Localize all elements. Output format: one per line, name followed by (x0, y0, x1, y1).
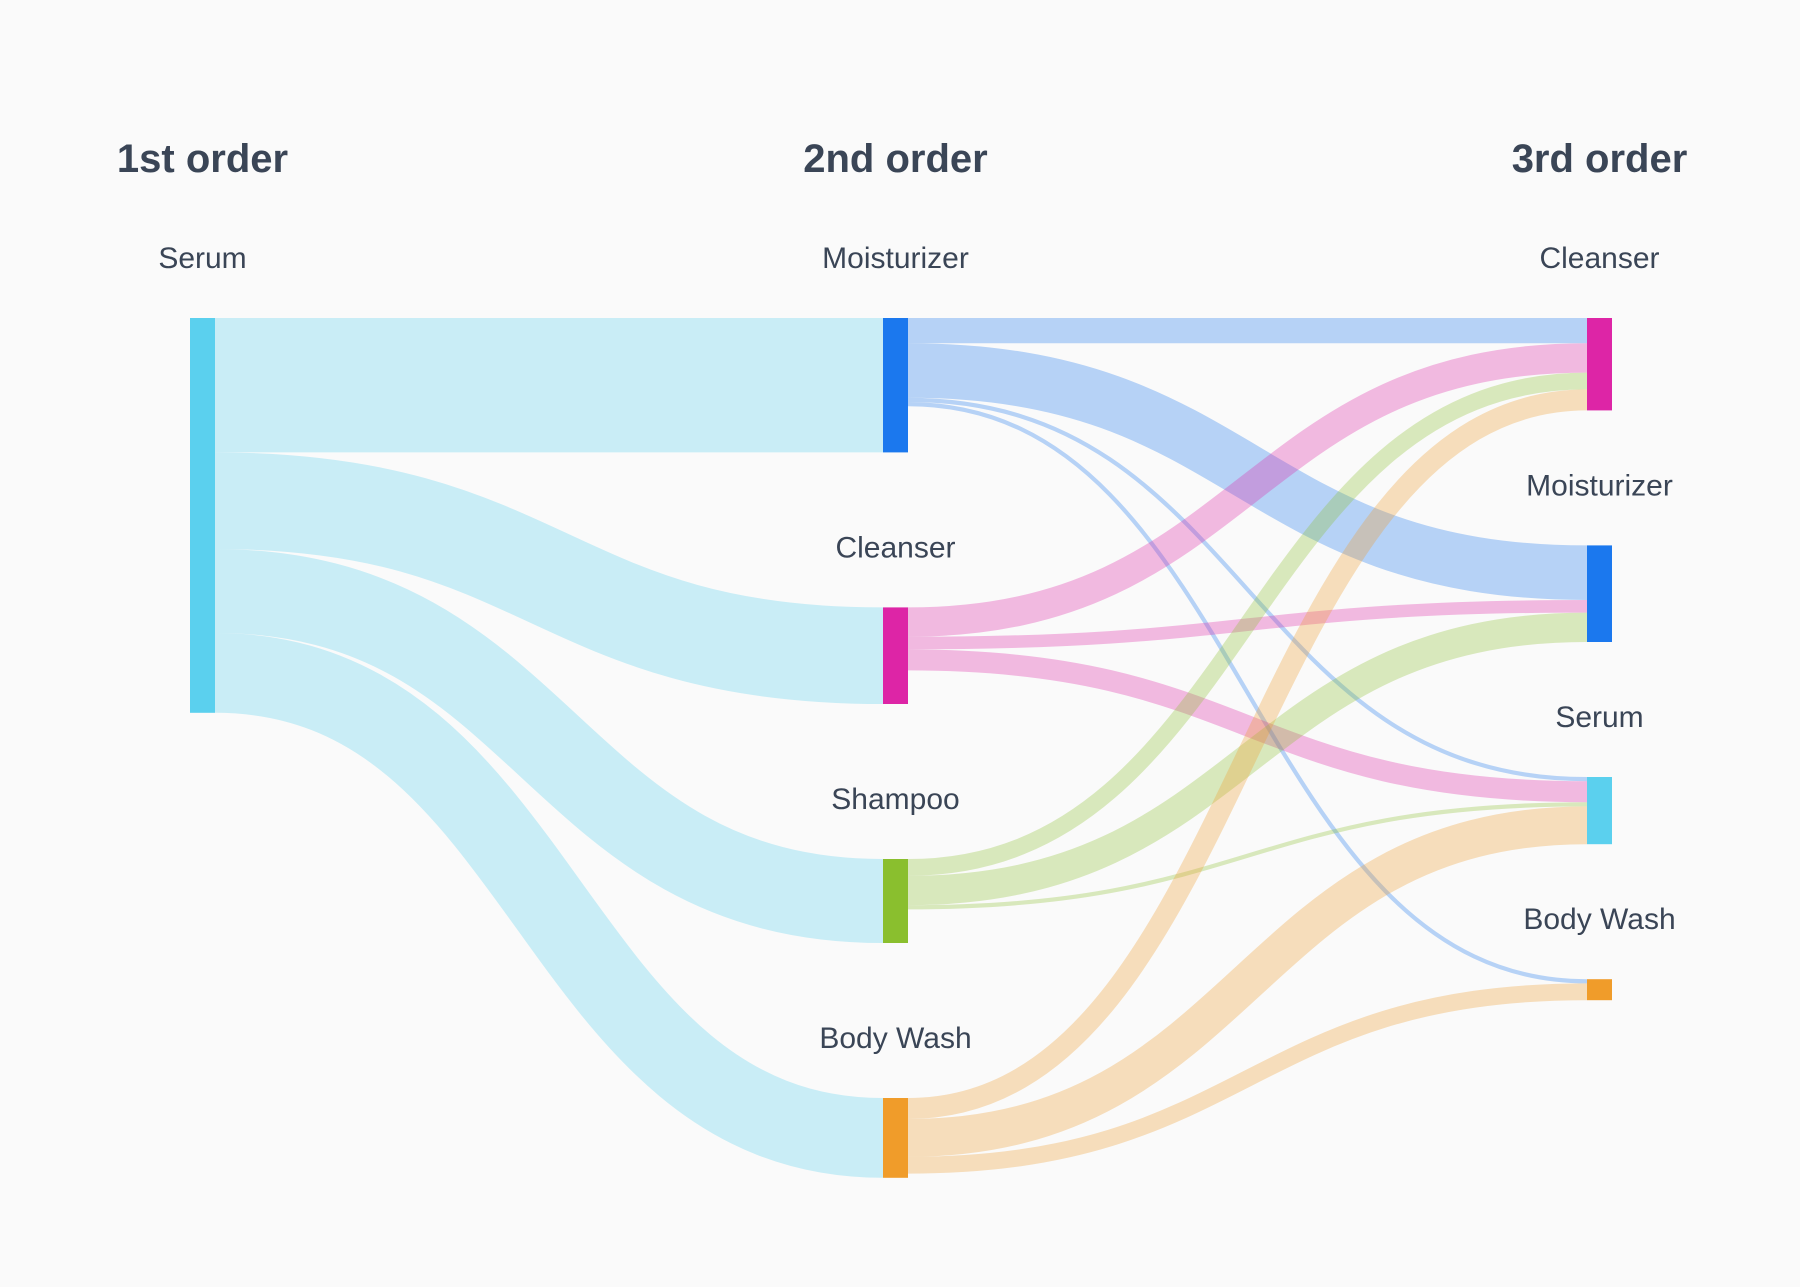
link-c1-moisturizer-to-c2-bodywash (907, 402, 1588, 984)
node-c2-moisturizer (1587, 545, 1612, 642)
node-label-c2-bodywash: Body Wash (1523, 903, 1675, 936)
link-c1-bodywash-to-c2-cleanser (907, 389, 1588, 1119)
link-c0-serum-to-c1-bodywash (214, 633, 884, 1178)
node-c0-serum (190, 318, 215, 713)
link-c1-cleanser-to-c2-moisturizer (907, 600, 1588, 650)
node-label-c1-bodywash: Body Wash (819, 1022, 971, 1055)
nodes-layer (190, 318, 1612, 1178)
column-title-1: 2nd order (803, 137, 987, 181)
node-label-c0-serum: Serum (158, 242, 246, 275)
link-c1-cleanser-to-c2-serum (907, 649, 1588, 803)
node-label-c1-shampoo: Shampoo (831, 783, 959, 816)
node-c2-bodywash (1587, 979, 1612, 1001)
node-c2-serum (1587, 777, 1612, 845)
link-c1-bodywash-to-c2-serum (907, 806, 1588, 1157)
link-c1-shampoo-to-c2-cleanser (907, 372, 1588, 876)
column-title-0: 1st order (117, 137, 288, 181)
link-c1-bodywash-to-c2-bodywash (907, 983, 1588, 1174)
node-label-c1-cleanser: Cleanser (835, 531, 955, 564)
link-c1-cleanser-to-c2-cleanser (907, 343, 1588, 637)
node-label-c2-moisturizer: Moisturizer (1526, 469, 1673, 502)
node-c1-cleanser (883, 607, 908, 704)
node-c1-shampoo (883, 859, 908, 943)
column-title-2: 3rd order (1512, 137, 1688, 181)
node-label-c2-cleanser: Cleanser (1539, 242, 1659, 275)
links-layer (214, 317, 1588, 1178)
node-c2-cleanser (1587, 318, 1612, 411)
link-c1-moisturizer-to-c2-moisturizer (907, 343, 1588, 600)
link-c1-shampoo-to-c2-serum (907, 802, 1588, 910)
node-label-c2-serum: Serum (1555, 701, 1643, 734)
link-c0-serum-to-c1-cleanser (214, 452, 884, 704)
node-c1-bodywash (883, 1098, 908, 1178)
node-c1-moisturizer (883, 318, 908, 453)
link-c1-shampoo-to-c2-moisturizer (907, 612, 1588, 906)
node-label-c1-moisturizer: Moisturizer (822, 242, 969, 275)
link-c1-moisturizer-to-c2-serum (907, 397, 1588, 782)
link-c0-serum-to-c1-shampoo (214, 549, 884, 943)
